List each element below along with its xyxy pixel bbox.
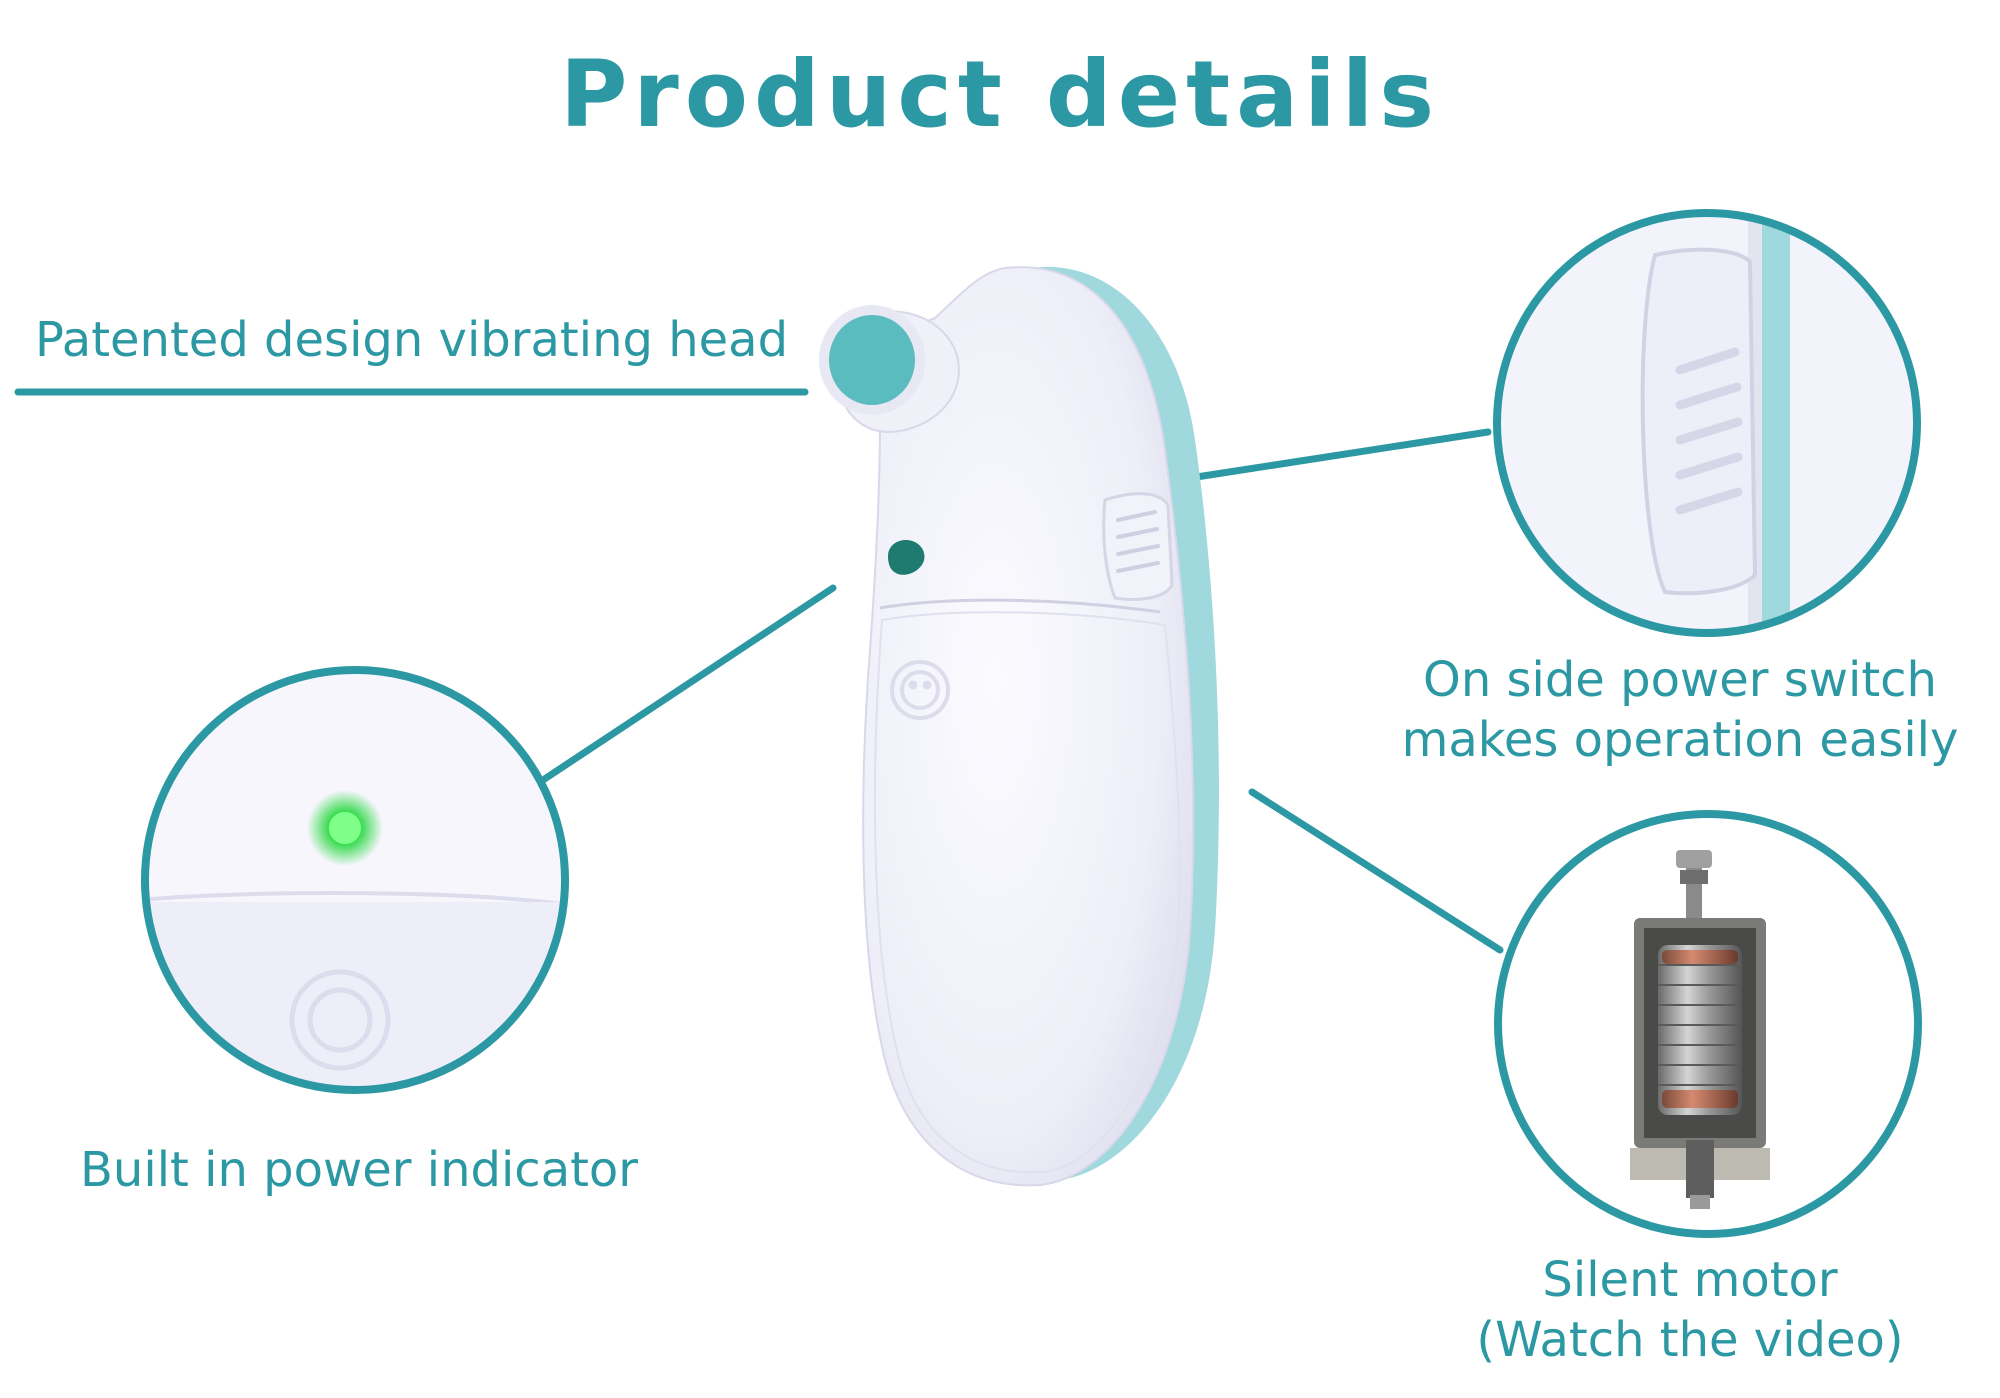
embossed-button-detail: [289, 969, 391, 1071]
indicator-feature-label: Built in power indicator: [80, 1142, 639, 1198]
indicator-zoom-circle: [141, 666, 569, 1094]
switch-feature-line1: On side power switch: [1423, 652, 1937, 708]
vibrating-head-pad: [819, 305, 925, 415]
device-panel-seam: [879, 598, 1161, 614]
indicator-callout-line: [536, 584, 837, 786]
device-lower-panel: [873, 611, 1181, 1174]
device-side-switch: [1102, 492, 1174, 601]
motor-callout-line: [1248, 788, 1504, 954]
device-power-button: [890, 660, 950, 720]
switch-feature-line2: makes operation easily: [1401, 712, 1959, 768]
device: [819, 266, 1219, 1187]
device-led: [888, 539, 925, 575]
motor-zoom-circle: [1494, 810, 1922, 1238]
motor-feature-label: Silent motor (Watch the video): [1460, 1250, 1920, 1370]
motor-feature-video-link[interactable]: (Watch the video): [1476, 1312, 1904, 1368]
motor-feature-line1: Silent motor: [1542, 1252, 1838, 1308]
switch-callout-line: [1186, 428, 1492, 482]
indicator-led: [329, 812, 361, 844]
page-title: Product details: [559, 41, 1441, 148]
switch-zoom-circle: [1493, 209, 1921, 637]
callout-lines: [14, 388, 1504, 954]
switch-feature-label: On side power switch makes operation eas…: [1395, 650, 1965, 770]
head-feature-label: Patented design vibrating head: [35, 312, 789, 368]
